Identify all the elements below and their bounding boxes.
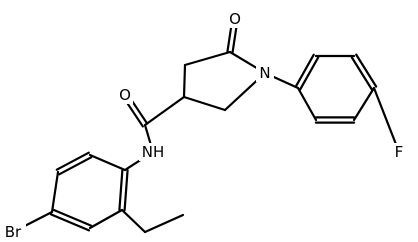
bond-c3-cam — [143, 95, 186, 127]
atom-fluorine: F — [393, 143, 407, 161]
bond-a3-a4 — [50, 170, 60, 214]
atom-oxygen-amide: O — [117, 86, 133, 104]
bond-a6-e1 — [120, 208, 147, 234]
atom-bromine: Br — [0, 223, 26, 241]
bond-f1-f2-a — [299, 56, 320, 91]
atom-label-o-ketone: O — [229, 10, 241, 28]
atom-label-f: F — [395, 143, 404, 161]
atom-label-n-ring: N — [259, 64, 270, 82]
bond-f3-f4-b — [355, 53, 378, 88]
atom-oxygen-ketone: O — [227, 10, 243, 28]
bond-a6-a1-a — [123, 169, 129, 212]
bond-a5-a6 — [88, 208, 124, 230]
bond-e1-e2 — [143, 213, 185, 234]
bond-f4-f5 — [352, 86, 376, 122]
atom-labels: O N O NH F Br — [0, 10, 407, 241]
bonds — [11, 17, 401, 234]
bond-a1-a2 — [88, 153, 127, 172]
bond-c4-c3 — [182, 63, 187, 99]
bond-f3-f4-a — [350, 56, 373, 91]
atom-label-o-amide: O — [119, 86, 131, 104]
bond-a4-a5-a — [49, 213, 91, 232]
bond-c3-c2 — [182, 95, 227, 112]
atom-nitrogen-ring: N — [256, 64, 274, 82]
bond-f1-f2-b — [294, 53, 315, 88]
bond-a4-a5-b — [51, 208, 93, 227]
bond-c5-c4 — [183, 50, 232, 67]
bond-f4-f — [372, 86, 401, 154]
atom-label-nh: NH — [142, 143, 165, 161]
bond-a2-a3-a — [55, 151, 90, 171]
atom-amide-nh: NH — [139, 143, 167, 161]
bond-a2-a3-b — [58, 156, 93, 176]
atom-label-br: Br — [5, 223, 22, 241]
bond-a6-a1-b — [118, 168, 124, 211]
bond-f6-f1 — [296, 86, 318, 122]
